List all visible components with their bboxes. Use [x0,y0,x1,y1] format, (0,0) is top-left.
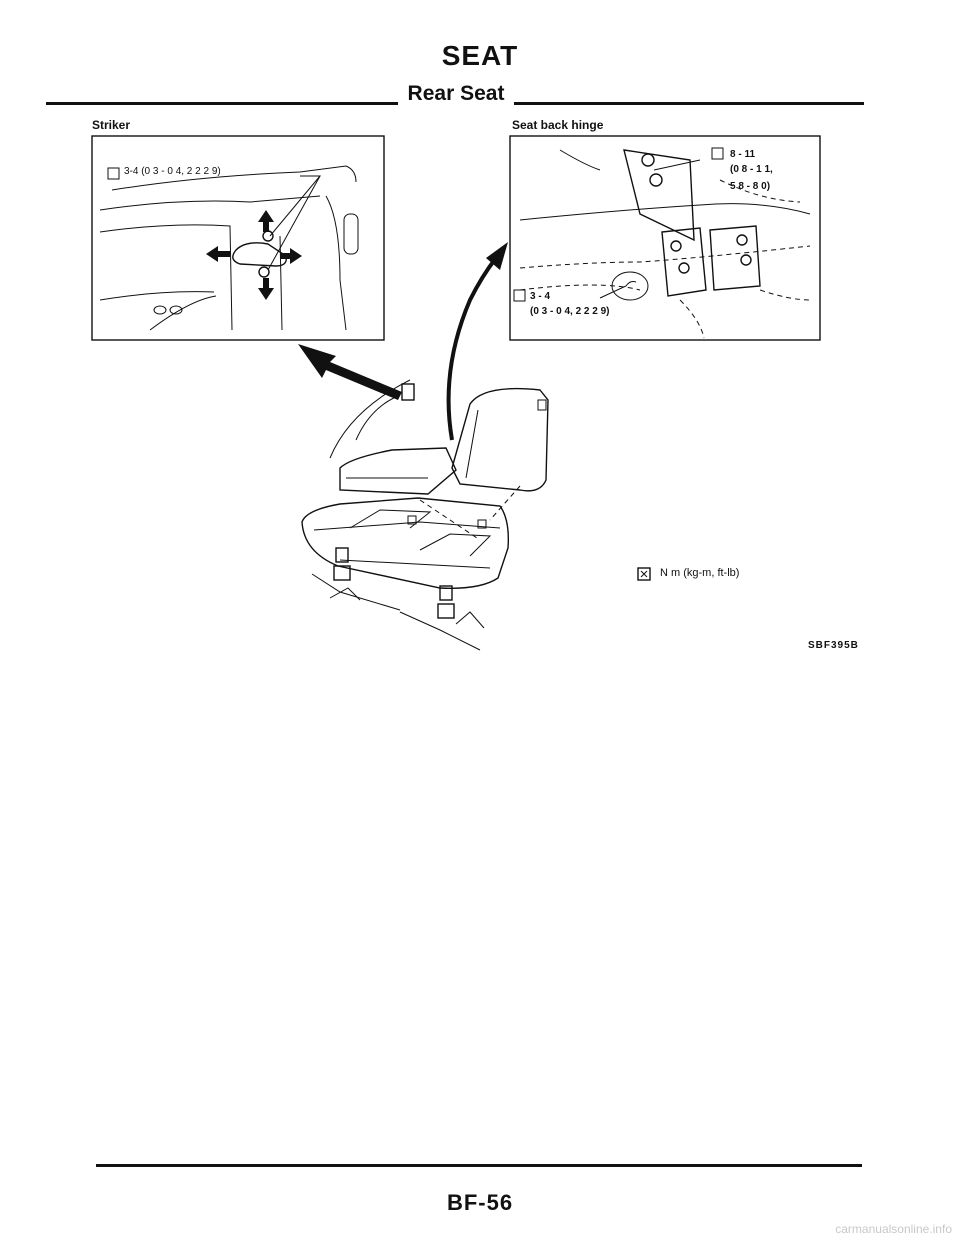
hinge-label: Seat back hinge [512,118,604,132]
hinge-torque-lower-1: 3 - 4 [530,291,551,302]
hinge-torque-lower-2: (0 3 - 0 4, 2 2 2 9) [530,306,610,317]
striker-drawing [99,165,359,331]
footer-rule [96,1164,862,1167]
striker-torque-text: 3-4 (0 3 - 0 4, 2 2 2 9) [124,166,221,177]
torque-legend-text: N m (kg-m, ft-lb) [660,567,740,579]
section-subtitle: Rear Seat [407,82,505,105]
hinge-torque-upper-2: (0 8 - 1 1, [730,164,773,175]
watermark: carmanualsonline.info [835,1222,952,1236]
hinge-torque-upper-3: 5 8 - 8 0) [730,181,771,192]
header-rule-right [514,102,864,105]
hinge-drawing [513,147,811,339]
hinge-inset-frame [509,135,821,341]
page-title: SEAT [441,40,519,71]
page-number: BF-56 [446,1190,514,1215]
seat-assembly [301,379,549,651]
striker-label: Striker [92,118,131,132]
figure-code: SBF395B [808,640,859,651]
callout-arrows [298,242,508,441]
striker-inset-frame [91,135,385,341]
header-rule-left [46,102,398,105]
hinge-torque-upper-1: 8 - 11 [730,149,756,160]
torque-legend-icon [637,567,651,581]
